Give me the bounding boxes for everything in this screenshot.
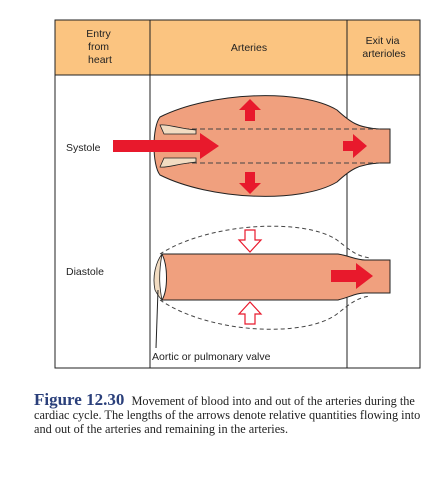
valve-leader-line [155,289,159,349]
systole-entry-arrow [113,133,219,159]
entry-line-3: heart [88,54,112,66]
figure-number: Figure 12.30 [34,390,125,409]
header-band [54,19,421,76]
diastole-label: Diastole [66,266,104,278]
diastole-expanded-outline [159,225,371,330]
entry-label: Entry from heart [86,28,113,66]
diastole-artery [161,253,391,301]
valve-label: Aortic or pulmonary valve [152,351,271,363]
arteries-label: Arteries [231,42,267,54]
diastole-exit-arrow [331,263,373,289]
caption-text: Movement of blood into and out of the ar… [34,394,421,436]
open-valve-leaflet-top [159,124,197,135]
diastole-inward-arrow-bottom [237,301,263,325]
entry-line-2: from [88,41,109,53]
systole-label: Systole [66,142,101,154]
exit-label: Exit via arterioles [362,35,405,60]
diastole-inward-arrow-top [237,229,263,253]
figure-caption: Figure 12.30 Movement of blood into and … [34,390,434,436]
exit-line-1: Exit via [366,35,400,47]
open-valve-leaflet-bottom [159,157,197,168]
systole-down-arrow [239,172,261,194]
exit-line-2: arterioles [362,48,405,60]
systole-exit-arrow [343,134,367,158]
systole-artery [153,95,391,197]
cardiac-cycle-diagram: Entry from heart Arteries Exit via arter… [54,19,421,369]
systole-resting-outline [168,128,380,164]
entry-line-1: Entry [86,28,111,40]
systole-up-arrow [239,99,261,121]
